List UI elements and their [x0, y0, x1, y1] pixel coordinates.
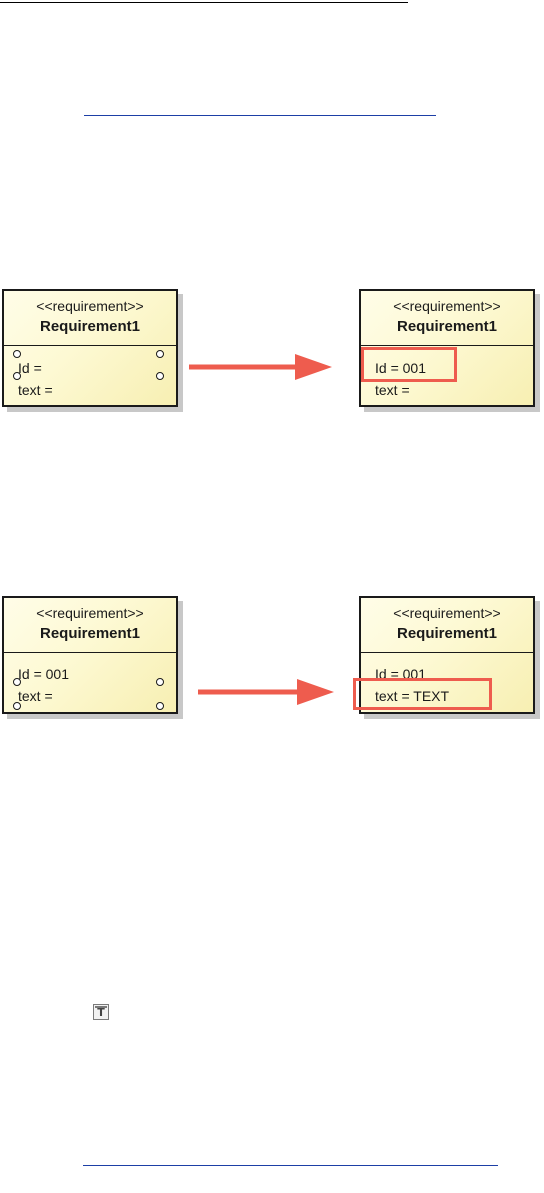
compartment-divider	[361, 345, 533, 346]
id-property[interactable]: Id = 001	[18, 666, 69, 682]
resize-handle-top-right[interactable]	[156, 350, 164, 358]
resize-handle-top-left[interactable]	[13, 678, 21, 686]
text-property[interactable]: text =	[18, 688, 53, 704]
arrow-step1-icon	[189, 354, 332, 380]
stereotype-label: <<requirement>>	[36, 298, 144, 314]
resize-handle-bottom-left[interactable]	[13, 702, 21, 710]
block-name: Requirement1	[396, 318, 498, 335]
stereotype-label: <<requirement>>	[393, 605, 501, 621]
compartment-divider	[4, 345, 176, 346]
top-rule	[0, 2, 408, 3]
resize-handle-bottom-right[interactable]	[156, 372, 164, 380]
text-property[interactable]: text =	[18, 382, 53, 398]
compartment-divider	[4, 652, 176, 653]
highlight-text-box	[353, 678, 492, 710]
compartment-divider	[361, 652, 533, 653]
stereotype-label: <<requirement>>	[36, 605, 144, 621]
block-name: Requirement1	[39, 318, 141, 335]
resize-handle-bottom-right[interactable]	[156, 702, 164, 710]
block-name: Requirement1	[39, 625, 141, 642]
requirement-block-step2-before[interactable]: <<requirement>> Requirement1 Id = 001 te…	[2, 596, 178, 714]
resize-handle-bottom-left[interactable]	[13, 372, 21, 380]
text-property[interactable]: text = TEXT	[375, 688, 450, 704]
resize-handle-top-right[interactable]	[156, 678, 164, 686]
text-t-glyph: T	[97, 1006, 105, 1019]
text-box-icon[interactable]: T	[93, 1004, 109, 1020]
resize-handle-top-left[interactable]	[13, 350, 21, 358]
text-property[interactable]: text =	[375, 382, 410, 398]
highlight-id-box	[361, 347, 457, 382]
stereotype-label: <<requirement>>	[393, 298, 501, 314]
id-property[interactable]: Id =	[18, 360, 42, 376]
id-property[interactable]: Id = 001	[375, 360, 426, 376]
link-underline-bottom[interactable]	[83, 1165, 498, 1166]
link-underline-top[interactable]	[84, 115, 436, 116]
arrow-step2-icon	[198, 679, 334, 705]
requirement-block-step1-before[interactable]: <<requirement>> Requirement1 Id = text =	[2, 289, 178, 407]
block-name: Requirement1	[396, 625, 498, 642]
